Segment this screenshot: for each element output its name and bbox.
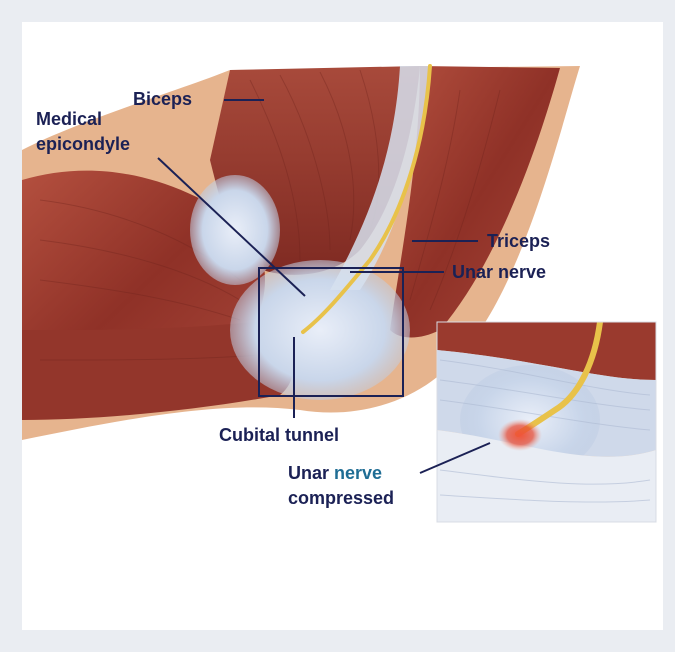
tendon-tissue-elbow [230, 260, 410, 400]
compressed-word-unar: Unar [288, 463, 329, 483]
medical-epicondyle-label-line1: Medical [36, 108, 102, 130]
compressed-label-line1: Unar nerve [288, 462, 382, 484]
compressed-word-nerve: nerve [334, 463, 382, 483]
compressed-label-line2: compressed [288, 487, 394, 509]
unar-nerve-label: Unar nerve [452, 261, 546, 283]
medical-epicondyle-label-line2: epicondyle [36, 133, 130, 155]
cubital-tunnel-label: Cubital tunnel [219, 424, 339, 446]
biceps-label: Biceps [133, 88, 192, 110]
inset-compressed-nerve [437, 322, 656, 522]
triceps-label: Triceps [487, 230, 550, 252]
